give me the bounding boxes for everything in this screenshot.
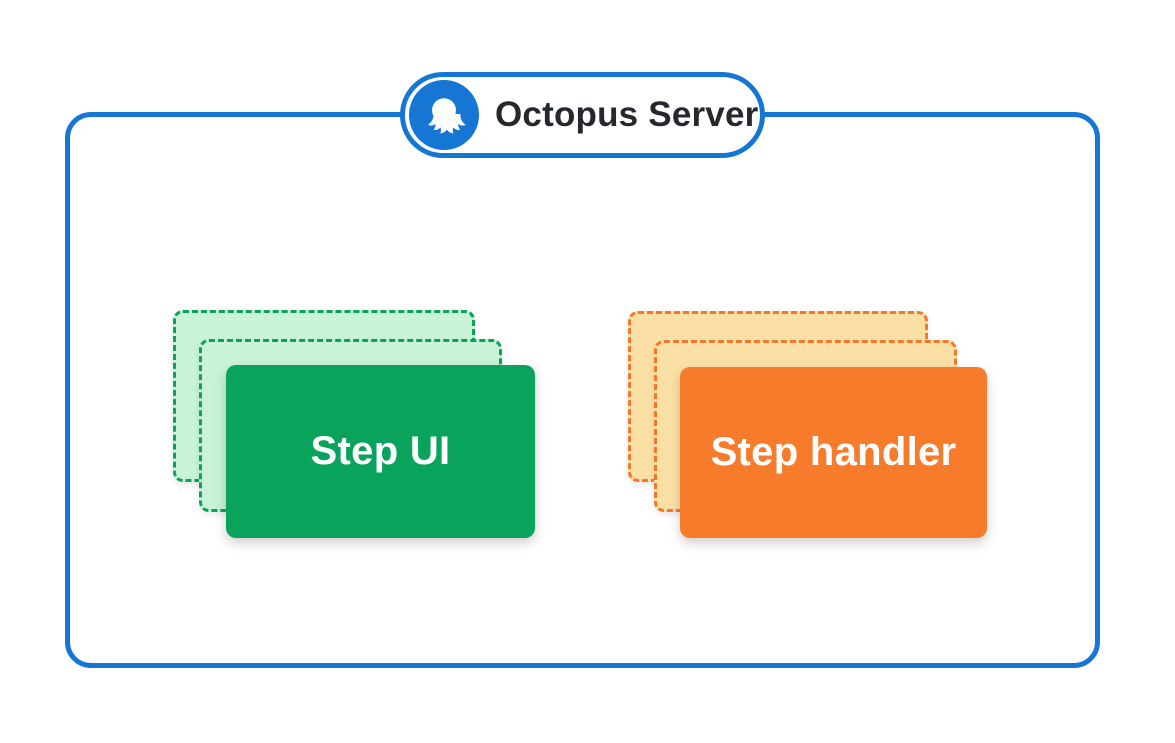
step-handler-label: Step handler [710,430,957,474]
octopus-server-badge: Octopus Server [400,72,765,158]
step-ui-card: Step UI [226,365,535,538]
octopus-logo-icon [409,80,479,150]
step-ui-label: Step UI [310,429,451,473]
step-handler-card: Step handler [680,367,987,538]
octopus-server-boundary [65,112,1100,668]
server-title: Octopus Server [495,95,759,134]
